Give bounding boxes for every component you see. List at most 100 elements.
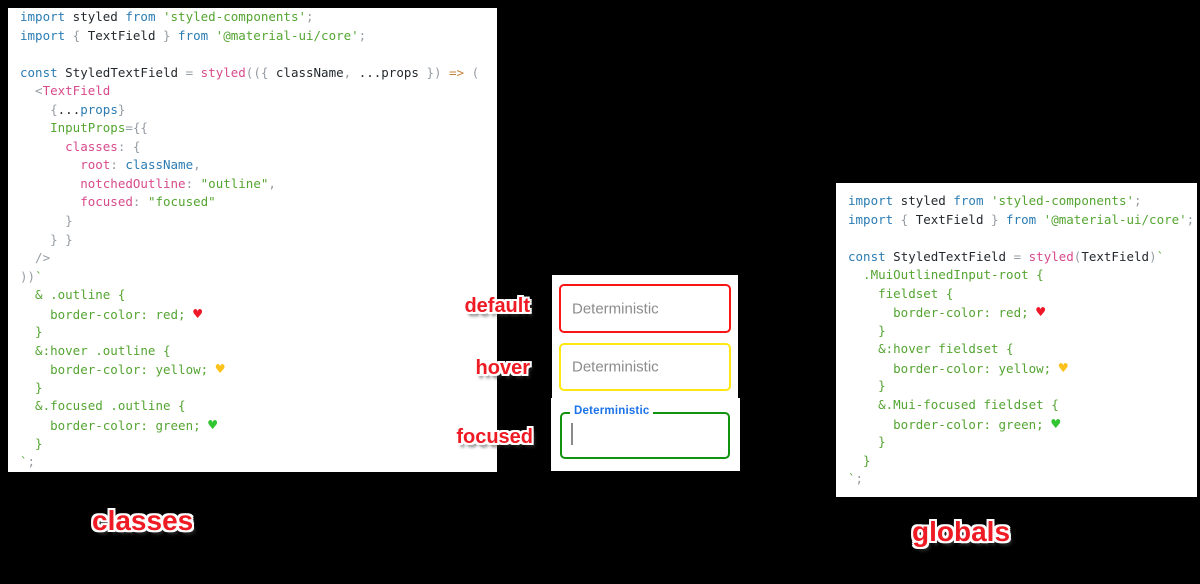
heart-green-icon: ♥: [208, 416, 218, 435]
code-panel-classes: import styled from 'styled-components';i…: [8, 8, 497, 472]
code-token: =: [1013, 248, 1029, 264]
code-token: :: [110, 157, 126, 173]
code-token: />: [20, 250, 51, 266]
code-line: } }: [20, 231, 497, 250]
code-line: border-color: yellow; ♥: [848, 359, 1197, 378]
code-line: import styled from 'styled-components';: [20, 8, 497, 27]
code-token: ,: [193, 157, 201, 173]
code-token: '@material-ui/core': [208, 27, 359, 43]
textfield-focused[interactable]: Deterministic: [560, 405, 730, 459]
textfield-default-placeholder: Deterministic: [572, 300, 659, 317]
code-token: styled: [893, 193, 954, 208]
code-token: }: [848, 378, 886, 394]
code-line: &:hover .outline {: [20, 342, 497, 361]
code-line: `;: [848, 470, 1197, 489]
code-token: {: [893, 211, 916, 227]
code-token: ...props: [358, 64, 419, 80]
code-line: }: [20, 212, 497, 231]
code-line: `;: [20, 453, 497, 472]
code-token: }: [20, 213, 73, 229]
code-token: className: [125, 157, 194, 173]
code-token: :: [132, 194, 148, 210]
code-line: }: [20, 435, 497, 454]
code-token: border-color: yellow;: [848, 360, 1059, 376]
code-token: "focused": [147, 194, 216, 210]
code-line: border-color: green; ♥: [20, 416, 497, 435]
code-line: .MuiOutlinedInput-root {: [848, 266, 1197, 285]
code-token: }: [848, 322, 886, 338]
code-token: TextField: [87, 27, 156, 43]
code-line: classes: {: [20, 138, 497, 157]
code-token: &.focused .outline {: [20, 398, 186, 414]
code-token: fieldset {: [848, 285, 954, 301]
heart-green-icon: ♥: [1051, 414, 1061, 433]
code-token: }: [117, 101, 126, 117]
code-token: &.Mui-focused fieldset {: [848, 397, 1059, 413]
code-token: }: [20, 379, 43, 395]
code-token: border-color: yellow;: [20, 362, 216, 378]
code-line: &:hover fieldset {: [848, 340, 1197, 359]
code-line: }: [20, 379, 497, 398]
code-token: }: [848, 452, 871, 468]
code-token: TextField: [42, 83, 111, 99]
code-token: props: [80, 101, 118, 117]
code-token: "outline": [200, 175, 269, 191]
code-line: import { TextField } from '@material-ui/…: [848, 211, 1197, 230]
code-token: TextField: [915, 211, 984, 227]
code-token: ;: [855, 471, 864, 487]
code-token: `: [35, 268, 43, 284]
heart-yellow-icon: ♥: [215, 360, 225, 379]
code-token: =: [185, 64, 201, 80]
code-token: from: [178, 27, 209, 43]
code-token: border-color: red;: [20, 306, 194, 322]
code-token: : {: [117, 138, 141, 154]
section-label-classes: classes: [92, 505, 194, 536]
code-token: }: [983, 211, 1007, 227]
code-token: )): [20, 268, 36, 284]
code-token: from: [953, 193, 984, 208]
code-line: fieldset {: [848, 285, 1197, 304]
section-label-globals: globals: [912, 516, 1011, 547]
code-line: border-color: green; ♥: [848, 415, 1197, 434]
code-token: &:hover fieldset {: [848, 341, 1014, 357]
code-line: [848, 229, 1197, 248]
code-token: ;: [358, 27, 367, 43]
code-token: ;: [306, 9, 314, 24]
code-token: InputProps: [20, 120, 126, 136]
code-line: />: [20, 249, 497, 268]
code-token: ...: [57, 101, 81, 117]
code-token: border-color: red;: [848, 305, 1037, 321]
code-line: & .outline {: [20, 286, 497, 305]
textfield-default[interactable]: Deterministic: [559, 284, 731, 333]
state-label-hover: hover: [475, 357, 530, 379]
code-token: `: [1156, 248, 1165, 264]
heart-red-icon: ♥: [1036, 303, 1046, 322]
code-token: & .outline {: [20, 287, 126, 303]
code-token: root: [20, 157, 111, 173]
code-line: &.Mui-focused fieldset {: [848, 396, 1197, 415]
code-token: className: [275, 64, 344, 80]
code-token: import: [20, 9, 66, 24]
code-token: }: [20, 435, 43, 451]
code-line: {...props}: [20, 101, 497, 120]
code-token: styled: [1028, 248, 1074, 264]
code-token: ,: [268, 175, 276, 191]
code-token: StyledTextField: [57, 64, 186, 80]
code-line: const StyledTextField = styled(TextField…: [848, 248, 1197, 267]
textfield-hover[interactable]: Deterministic: [559, 343, 731, 391]
code-token: (: [1073, 248, 1082, 264]
code-token: const: [848, 248, 886, 264]
code-token: (({: [245, 64, 276, 80]
code-line: }: [848, 452, 1197, 471]
code-line: <TextField: [20, 82, 497, 101]
code-line: border-color: yellow; ♥: [20, 360, 497, 379]
code-token: from: [1006, 211, 1037, 227]
code-token: import: [20, 27, 66, 43]
code-token: '@material-ui/core': [1036, 211, 1187, 227]
code-token: :: [185, 175, 201, 191]
code-token: <: [20, 83, 43, 99]
code-token: styled: [200, 64, 246, 80]
code-line: }: [20, 323, 497, 342]
code-line: &.focused .outline {: [20, 397, 497, 416]
